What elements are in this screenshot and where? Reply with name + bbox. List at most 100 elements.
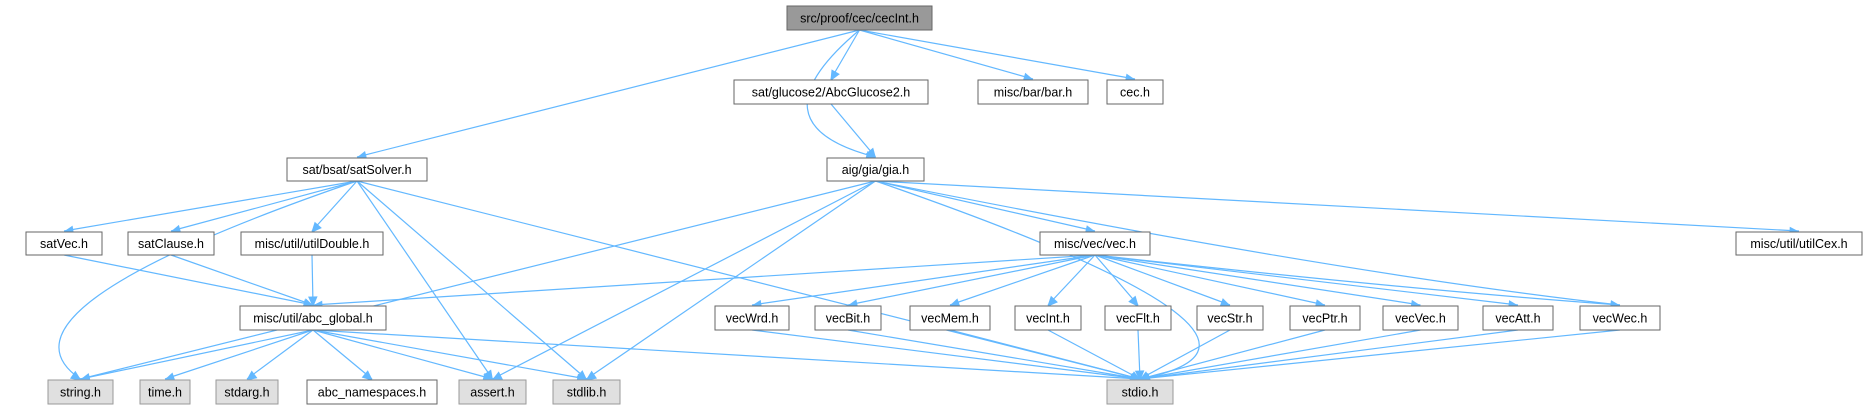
node-box bbox=[733, 79, 929, 105]
node-label: vecStr.h bbox=[1207, 312, 1252, 326]
node-bar[interactable]: misc/bar/bar.h bbox=[977, 79, 1089, 105]
node-box bbox=[306, 379, 438, 405]
edge-gia-to-assert bbox=[491, 180, 876, 381]
node-box bbox=[1106, 379, 1174, 405]
node-vecvec[interactable]: vecVec.h bbox=[1382, 305, 1459, 331]
node-label: misc/util/utilDouble.h bbox=[255, 237, 370, 251]
node-assert: assert.h bbox=[458, 379, 527, 405]
node-label: satVec.h bbox=[40, 237, 88, 251]
edge-gia-to-vecwec bbox=[875, 180, 1622, 310]
node-label: vecVec.h bbox=[1395, 312, 1446, 326]
node-box bbox=[1735, 231, 1863, 256]
node-box bbox=[458, 379, 527, 405]
node-satvec[interactable]: satVec.h bbox=[25, 231, 103, 256]
node-time: time.h bbox=[139, 379, 191, 405]
node-vecint[interactable]: vecInt.h bbox=[1014, 305, 1082, 331]
node-utilcex[interactable]: misc/util/utilCex.h bbox=[1735, 231, 1863, 256]
node-vec[interactable]: misc/vec/vec.h bbox=[1039, 231, 1151, 256]
edge-gia-to-vec bbox=[875, 180, 1097, 235]
node-satclause[interactable]: satClause.h bbox=[127, 231, 215, 256]
edge-vecatt-to-stdio bbox=[1138, 329, 1519, 384]
node-label: misc/util/abc_global.h bbox=[253, 312, 373, 326]
node-vecbit[interactable]: vecBit.h bbox=[814, 305, 882, 331]
edge-satsolver-to-satclause bbox=[169, 180, 358, 235]
node-box bbox=[909, 305, 991, 331]
node-box bbox=[1196, 305, 1264, 331]
edge-cecint-to-cec bbox=[859, 29, 1137, 83]
edge-abcglobal-to-stdio bbox=[312, 329, 1142, 385]
node-label: vecInt.h bbox=[1026, 312, 1070, 326]
edge-abcglobal-to-stdarg bbox=[246, 329, 314, 381]
node-label: time.h bbox=[148, 386, 182, 400]
node-label: string.h bbox=[60, 386, 101, 400]
node-box bbox=[1579, 305, 1661, 331]
node-cecint[interactable]: src/proof/cec/cecInt.h bbox=[786, 5, 933, 31]
node-box bbox=[240, 231, 384, 256]
node-box bbox=[215, 379, 279, 405]
node-box bbox=[826, 157, 925, 182]
edge-satvec-to-abcglobal bbox=[63, 254, 315, 309]
node-stdio: stdio.h bbox=[1106, 379, 1174, 405]
edge-vec-to-vecflt bbox=[1094, 254, 1139, 307]
node-box bbox=[25, 231, 103, 256]
edge-vecint-to-stdio bbox=[1047, 329, 1142, 381]
edge-vecflt-to-stdio bbox=[1134, 329, 1145, 382]
node-label: stdlib.h bbox=[567, 386, 607, 400]
node-vecwrd[interactable]: vecWrd.h bbox=[714, 305, 790, 331]
node-box bbox=[286, 157, 428, 182]
node-box bbox=[714, 305, 790, 331]
node-label: sat/bsat/satSolver.h bbox=[302, 163, 411, 177]
node-box bbox=[239, 305, 387, 331]
edge-satsolver-to-string bbox=[58, 180, 358, 381]
node-stdlib: stdlib.h bbox=[552, 379, 621, 405]
edge-utildouble-to-abcglobal bbox=[308, 254, 318, 308]
node-label: stdarg.h bbox=[224, 386, 269, 400]
edge-vec-to-vecwrd bbox=[750, 254, 1096, 310]
node-label: assert.h bbox=[470, 386, 515, 400]
node-vecmem[interactable]: vecMem.h bbox=[909, 305, 991, 331]
node-cec[interactable]: cec.h bbox=[1106, 79, 1164, 105]
node-vecflt[interactable]: vecFlt.h bbox=[1104, 305, 1172, 331]
edge-satsolver-to-satvec bbox=[62, 180, 358, 236]
node-label: stdio.h bbox=[1122, 386, 1159, 400]
edge-abcglobal-to-abcns bbox=[312, 329, 373, 381]
edge-satsolver-to-stdlib bbox=[356, 180, 588, 381]
node-layer: src/proof/cec/cecInt.h sat/bsat/satSolver… bbox=[25, 5, 1863, 405]
node-box bbox=[1104, 305, 1172, 331]
edge-layer bbox=[58, 29, 1801, 385]
node-vecatt[interactable]: vecAtt.h bbox=[1482, 305, 1554, 331]
node-box bbox=[786, 5, 933, 31]
edge-satsolver-to-utildouble bbox=[311, 180, 358, 233]
edge-abcglobal-to-assert bbox=[312, 329, 494, 383]
node-label: misc/vec/vec.h bbox=[1054, 237, 1136, 251]
node-box bbox=[814, 305, 882, 331]
node-utildouble[interactable]: misc/util/utilDouble.h bbox=[240, 231, 384, 256]
node-label: vecMem.h bbox=[921, 312, 979, 326]
node-box bbox=[1482, 305, 1554, 331]
node-abcns[interactable]: abc_namespaces.h bbox=[306, 379, 438, 405]
node-label: satClause.h bbox=[138, 237, 204, 251]
node-vecstr[interactable]: vecStr.h bbox=[1196, 305, 1264, 331]
node-label: aig/gia/gia.h bbox=[842, 163, 909, 177]
edge-vec-to-vecstr bbox=[1094, 254, 1232, 308]
node-label: src/proof/cec/cecInt.h bbox=[800, 12, 919, 26]
node-glucose[interactable]: sat/glucose2/AbcGlucose2.h bbox=[733, 79, 929, 105]
node-box bbox=[127, 231, 215, 256]
node-satsolver[interactable]: sat/bsat/satSolver.h bbox=[286, 157, 428, 182]
node-gia[interactable]: aig/gia/gia.h bbox=[826, 157, 925, 182]
edge-vecwrd-to-stdio bbox=[751, 329, 1142, 384]
node-abcglobal[interactable]: misc/util/abc_global.h bbox=[239, 305, 387, 331]
edge-vec-to-abcglobal bbox=[311, 254, 1096, 311]
node-vecwec[interactable]: vecWec.h bbox=[1579, 305, 1661, 331]
node-box bbox=[1014, 305, 1082, 331]
node-label: vecBit.h bbox=[826, 312, 871, 326]
edge-cecint-to-glucose bbox=[830, 29, 861, 82]
node-box bbox=[1039, 231, 1151, 256]
edge-vecstr-to-stdio bbox=[1138, 329, 1231, 381]
node-box bbox=[1106, 79, 1164, 105]
node-label: misc/bar/bar.h bbox=[994, 86, 1073, 100]
node-label: vecAtt.h bbox=[1495, 312, 1540, 326]
node-box bbox=[1289, 305, 1361, 331]
node-vecptr[interactable]: vecPtr.h bbox=[1289, 305, 1361, 331]
